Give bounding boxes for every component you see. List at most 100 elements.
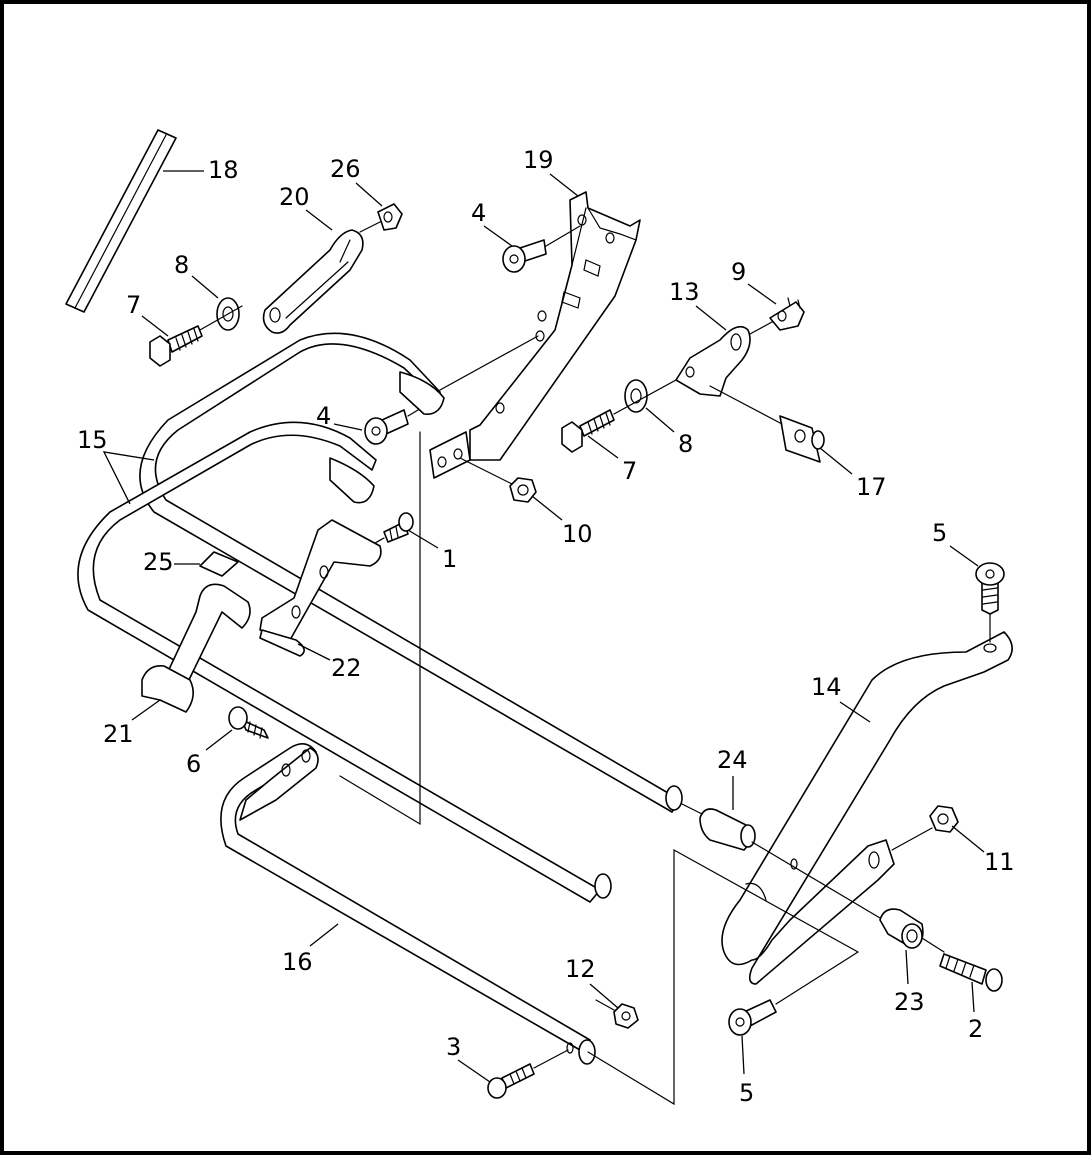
callout-8: 8 [678, 430, 693, 458]
part-4-screw-upper [502, 239, 547, 273]
callout-19: 19 [523, 146, 554, 174]
leader-11 [951, 825, 985, 853]
part-20-bracket [262, 229, 364, 334]
callout-21: 21 [103, 720, 134, 748]
axis-20-26 [359, 221, 381, 233]
part-16-lower-rail [220, 743, 596, 1065]
axis-15-19 [439, 335, 539, 391]
callout-4: 4 [471, 199, 486, 227]
leader-21 [131, 699, 161, 721]
axis-19-10 [459, 457, 513, 485]
leader-10 [531, 495, 563, 521]
leader-2 [971, 981, 975, 1013]
leader-5b [741, 1035, 745, 1075]
part-1-bolt [383, 512, 414, 543]
part-5-screw-lower [728, 999, 777, 1036]
part-7-bolt-right [561, 409, 615, 453]
callout-labels: 18 26 20 19 4 8 7 9 13 4 15 8 7 17 10 1 … [77, 146, 1015, 1107]
axis-4-19 [545, 225, 581, 247]
part-19-mount-bracket [429, 191, 641, 479]
callout-24: 24 [717, 746, 748, 774]
part-17-clip-nut [779, 415, 825, 463]
leader-22 [297, 643, 331, 661]
part-13-bracket [675, 325, 751, 397]
callout-16: 16 [282, 948, 313, 976]
leader-16 [309, 923, 339, 947]
callout-12: 12 [565, 955, 596, 983]
part-4-screw-lower [364, 409, 409, 445]
axis-7-8-13 [613, 379, 677, 415]
callout-6: 6 [186, 750, 201, 778]
part-7-bolt-left [149, 325, 203, 367]
leader-9 [747, 283, 777, 305]
leader-26 [355, 182, 383, 207]
part-12-nut [613, 1003, 639, 1029]
callout-2: 2 [968, 1015, 983, 1043]
callout-3: 3 [446, 1033, 461, 1061]
leader-4b [333, 423, 363, 431]
part-18-trim-strip [65, 129, 177, 313]
leader-lines [102, 170, 985, 1083]
callout-10: 10 [562, 520, 593, 548]
axis-24-23 [751, 841, 881, 919]
part-23-spacer [879, 908, 924, 949]
axis-14-11 [891, 827, 933, 851]
leader-20 [305, 209, 333, 231]
part-9-clip [769, 297, 805, 331]
leader-15 [102, 451, 155, 505]
leader-14 [839, 701, 871, 723]
part-2-bolt [939, 953, 1003, 992]
callout-25: 25 [143, 548, 174, 576]
axis-3-16 [533, 1049, 569, 1069]
callout-4: 4 [316, 402, 331, 430]
leader-6 [205, 729, 233, 751]
leader-7b [587, 435, 619, 459]
part-11-nut [929, 805, 959, 833]
callout-11: 11 [984, 848, 1015, 876]
callout-7: 7 [622, 457, 637, 485]
callout-18: 18 [208, 156, 239, 184]
callout-1: 1 [442, 545, 457, 573]
leader-7a [141, 315, 169, 337]
axis-13-17 [709, 385, 783, 425]
callout-20: 20 [279, 183, 310, 211]
leader-1 [407, 529, 439, 549]
axis-5-lower [775, 951, 859, 1005]
callout-15: 15 [77, 426, 108, 454]
part-21-support [141, 583, 251, 713]
axis-23-2 [921, 937, 945, 953]
part-5-screw-upper [975, 562, 1005, 615]
callout-8: 8 [174, 251, 189, 279]
callout-5: 5 [932, 519, 947, 547]
axis-15-24 [681, 803, 703, 815]
part-14-side-rail [721, 631, 1013, 985]
callout-14: 14 [811, 673, 842, 701]
callout-17: 17 [856, 473, 887, 501]
leader-8b [645, 407, 675, 433]
leader-4a [483, 225, 513, 247]
axis-7-8-20 [199, 305, 243, 331]
reference-line-left [339, 431, 421, 826]
leader-17 [819, 447, 853, 475]
part-22-clamp [259, 519, 382, 657]
callout-9: 9 [731, 258, 746, 286]
leader-8a [191, 275, 219, 299]
callout-26: 26 [330, 155, 361, 183]
callout-13: 13 [669, 278, 700, 306]
callout-22: 22 [331, 654, 362, 682]
axis-12 [595, 999, 615, 1011]
callout-5: 5 [739, 1079, 754, 1107]
axis-13-9 [749, 321, 773, 335]
part-8-washer-right [624, 379, 648, 413]
part-3-screw [487, 1063, 535, 1099]
part-26-clip [377, 203, 403, 231]
callout-23: 23 [894, 988, 925, 1016]
part-6-screw [228, 706, 269, 739]
leader-13 [695, 305, 727, 331]
part-25-pad [199, 551, 239, 577]
leader-19 [549, 173, 579, 197]
callout-7: 7 [126, 291, 141, 319]
leader-12 [589, 983, 619, 1009]
